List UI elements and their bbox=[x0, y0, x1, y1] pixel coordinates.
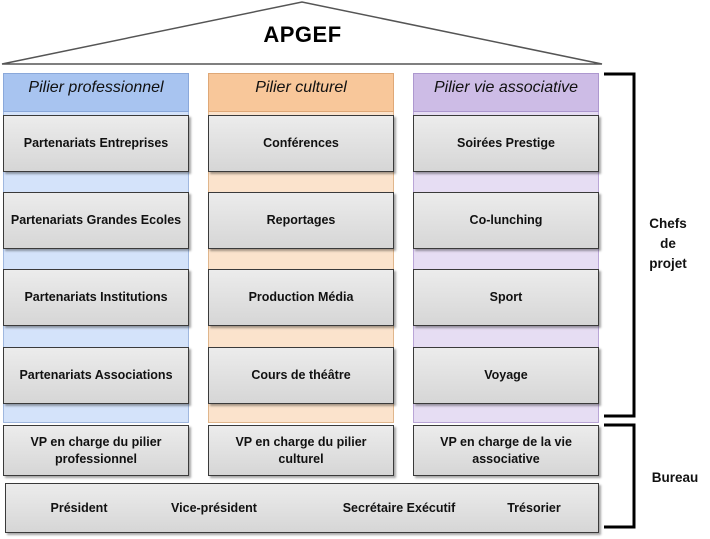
pillar-item: Cours de théâtre bbox=[208, 347, 394, 404]
brace-chefs bbox=[604, 72, 636, 529]
bureau-tresorier: Trésorier bbox=[507, 501, 561, 515]
bureau-vice-president: Vice-président bbox=[171, 501, 257, 515]
pillar-item: Reportages bbox=[208, 192, 394, 249]
label-bureau: Bureau bbox=[651, 470, 699, 485]
pillar-item: Sport bbox=[413, 269, 599, 326]
pillar-item: Partenariats Institutions bbox=[3, 269, 189, 326]
pillar-item: Partenariats Grandes Ecoles bbox=[3, 192, 189, 249]
vp-box: VP en charge du pilier professionnel bbox=[3, 425, 189, 476]
diagram-title: APGEF bbox=[263, 22, 342, 47]
bureau-president: Président bbox=[50, 501, 108, 515]
bureau-secretaire: Secrétaire Exécutif bbox=[342, 501, 456, 515]
bureau-bar: Président Vice-président Secrétaire Exéc… bbox=[5, 483, 599, 533]
pillar-item: Production Média bbox=[208, 269, 394, 326]
pillar-header-professionnel: Pilier professionnel bbox=[3, 73, 189, 112]
pillar-item: Soirées Prestige bbox=[413, 115, 599, 172]
label-chefs-de-projet: Chefs de projet bbox=[649, 216, 687, 271]
pillar-header-culturel: Pilier culturel bbox=[208, 73, 394, 112]
pillar-header-associatif: Pilier vie associative bbox=[413, 73, 599, 112]
vp-box: VP en charge de la vie associative bbox=[413, 425, 599, 476]
pillar-item: Conférences bbox=[208, 115, 394, 172]
pillar-item: Co-lunching bbox=[413, 192, 599, 249]
roof bbox=[1, 1, 603, 65]
vp-box: VP en charge du pilier culturel bbox=[208, 425, 394, 476]
pillar-item: Partenariats Associations bbox=[3, 347, 189, 404]
pillar-item: Voyage bbox=[413, 347, 599, 404]
pillar-item: Partenariats Entreprises bbox=[3, 115, 189, 172]
